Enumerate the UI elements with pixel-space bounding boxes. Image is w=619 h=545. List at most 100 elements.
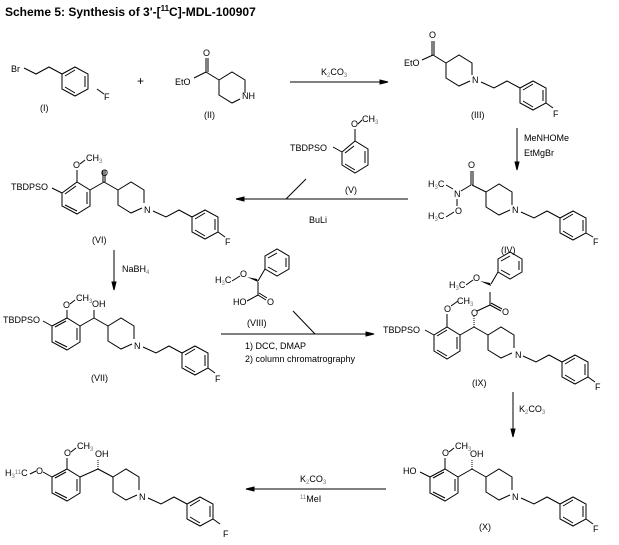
label-III: (III)	[471, 110, 485, 120]
title-prefix: Scheme 5: Synthesis of 3'-[	[5, 5, 161, 19]
ethyl-linker	[147, 496, 188, 505]
arrow-head	[379, 79, 389, 85]
piperidine-ring	[445, 63, 471, 87]
atom-o: O	[73, 160, 80, 170]
fluorophenyl-ring	[186, 496, 214, 527]
atom-o: O	[267, 297, 274, 307]
bond	[448, 447, 455, 453]
bond	[357, 119, 363, 125]
reaction-arrow-4: NaBH4	[111, 250, 150, 291]
bond	[500, 255, 511, 262]
reaction-arrow-6: K2CO3	[510, 392, 546, 438]
atom-f: F	[553, 109, 559, 119]
label-IX: (IX)	[472, 378, 487, 388]
atom-o: O	[203, 48, 210, 58]
atom-f: F	[593, 237, 599, 247]
piperidine-ring	[112, 477, 138, 501]
atom-n: N	[515, 350, 522, 360]
benzene-ring	[51, 468, 81, 502]
atom-ho: HO	[233, 297, 247, 307]
piperidine-ring	[107, 326, 133, 350]
bond	[585, 232, 594, 238]
benzene-ring	[341, 140, 369, 174]
benzene-ring	[497, 251, 523, 280]
piperidine-ring	[117, 181, 145, 203]
label-VIII: (VIII)	[247, 318, 267, 328]
bond	[257, 294, 267, 301]
label-II: (II)	[204, 110, 215, 120]
bond	[70, 447, 77, 453]
atom-h3c: H3C	[428, 211, 445, 223]
bond	[258, 292, 268, 299]
reaction-arrow-3: BuLi	[235, 178, 408, 225]
bond	[212, 518, 221, 525]
bond	[436, 329, 448, 337]
bond	[205, 71, 220, 81]
atom-o: O	[468, 160, 475, 170]
fluorophenyl-ring	[191, 209, 219, 240]
atom-o: O	[240, 269, 247, 279]
atom-n: N	[139, 492, 146, 502]
atom-n: N	[472, 75, 479, 85]
title-suffix: C]-MDL-100907	[169, 5, 256, 19]
title-isotope: 11	[160, 4, 170, 13]
compound-VII: TBDPSO O CH3 OH N F (VII)	[3, 293, 221, 384]
bond	[432, 54, 447, 64]
compound-I: Br F (I)	[11, 64, 110, 113]
bond	[476, 304, 491, 312]
stereo-wedge	[247, 277, 258, 282]
bond	[432, 491, 446, 499]
atom-ch3: CH3	[457, 296, 474, 308]
arrow-head	[514, 161, 520, 171]
reaction-arrow-5: 1) DCC, DMAP 2) column chromatrography	[221, 310, 375, 364]
bond	[93, 317, 109, 327]
atom-ch3: CH3	[455, 441, 472, 453]
atom-f: F	[104, 92, 110, 102]
bond	[489, 304, 502, 312]
bond	[457, 468, 473, 478]
bond	[419, 471, 431, 478]
reagent-k2co3: K2CO3	[321, 67, 348, 79]
bond	[545, 102, 554, 109]
bond	[207, 367, 216, 374]
ethyl-linker	[520, 210, 561, 219]
bond	[459, 326, 475, 336]
atom-ch3: CH3	[86, 153, 103, 165]
piperidine-ring	[218, 80, 241, 104]
ethyl-linker	[520, 496, 561, 505]
piperidine-ring	[485, 468, 513, 490]
bond	[54, 320, 67, 328]
plus-sign: +	[137, 74, 144, 88]
reagent-column: 2) column chromatrography	[245, 354, 356, 364]
bond	[257, 268, 266, 282]
bond	[471, 184, 487, 193]
piperidine-ring	[112, 468, 140, 490]
bond	[29, 470, 37, 475]
atom-o: O	[502, 307, 509, 317]
label-VI: (VI)	[92, 235, 107, 245]
piperidine-ring	[107, 317, 135, 339]
bond	[231, 275, 241, 282]
reaction-arrow-7: K2CO3 11MeI	[245, 474, 386, 504]
bond	[450, 300, 459, 307]
atom-oh: OH	[95, 449, 109, 459]
arrow-head	[111, 281, 117, 291]
reaction-arrow-1: K2CO3	[290, 67, 389, 85]
atom-ho: HO	[403, 466, 417, 476]
bond	[267, 266, 278, 273]
benzene-ring	[264, 248, 290, 277]
label-VII: (VII)	[91, 373, 108, 383]
piperidine-ring	[117, 190, 143, 214]
atom-o: O	[471, 308, 478, 318]
bond	[421, 54, 434, 61]
compound-IX: TBDPSO O CH3 O O H3C O N F (IX)	[383, 251, 601, 392]
bond	[54, 340, 68, 348]
bond	[465, 279, 474, 286]
bond	[424, 329, 435, 336]
atom-h3c: H3C	[428, 179, 445, 191]
bond	[267, 252, 278, 259]
bond	[54, 471, 67, 479]
benzene-ring	[51, 317, 81, 351]
bond	[490, 302, 503, 310]
